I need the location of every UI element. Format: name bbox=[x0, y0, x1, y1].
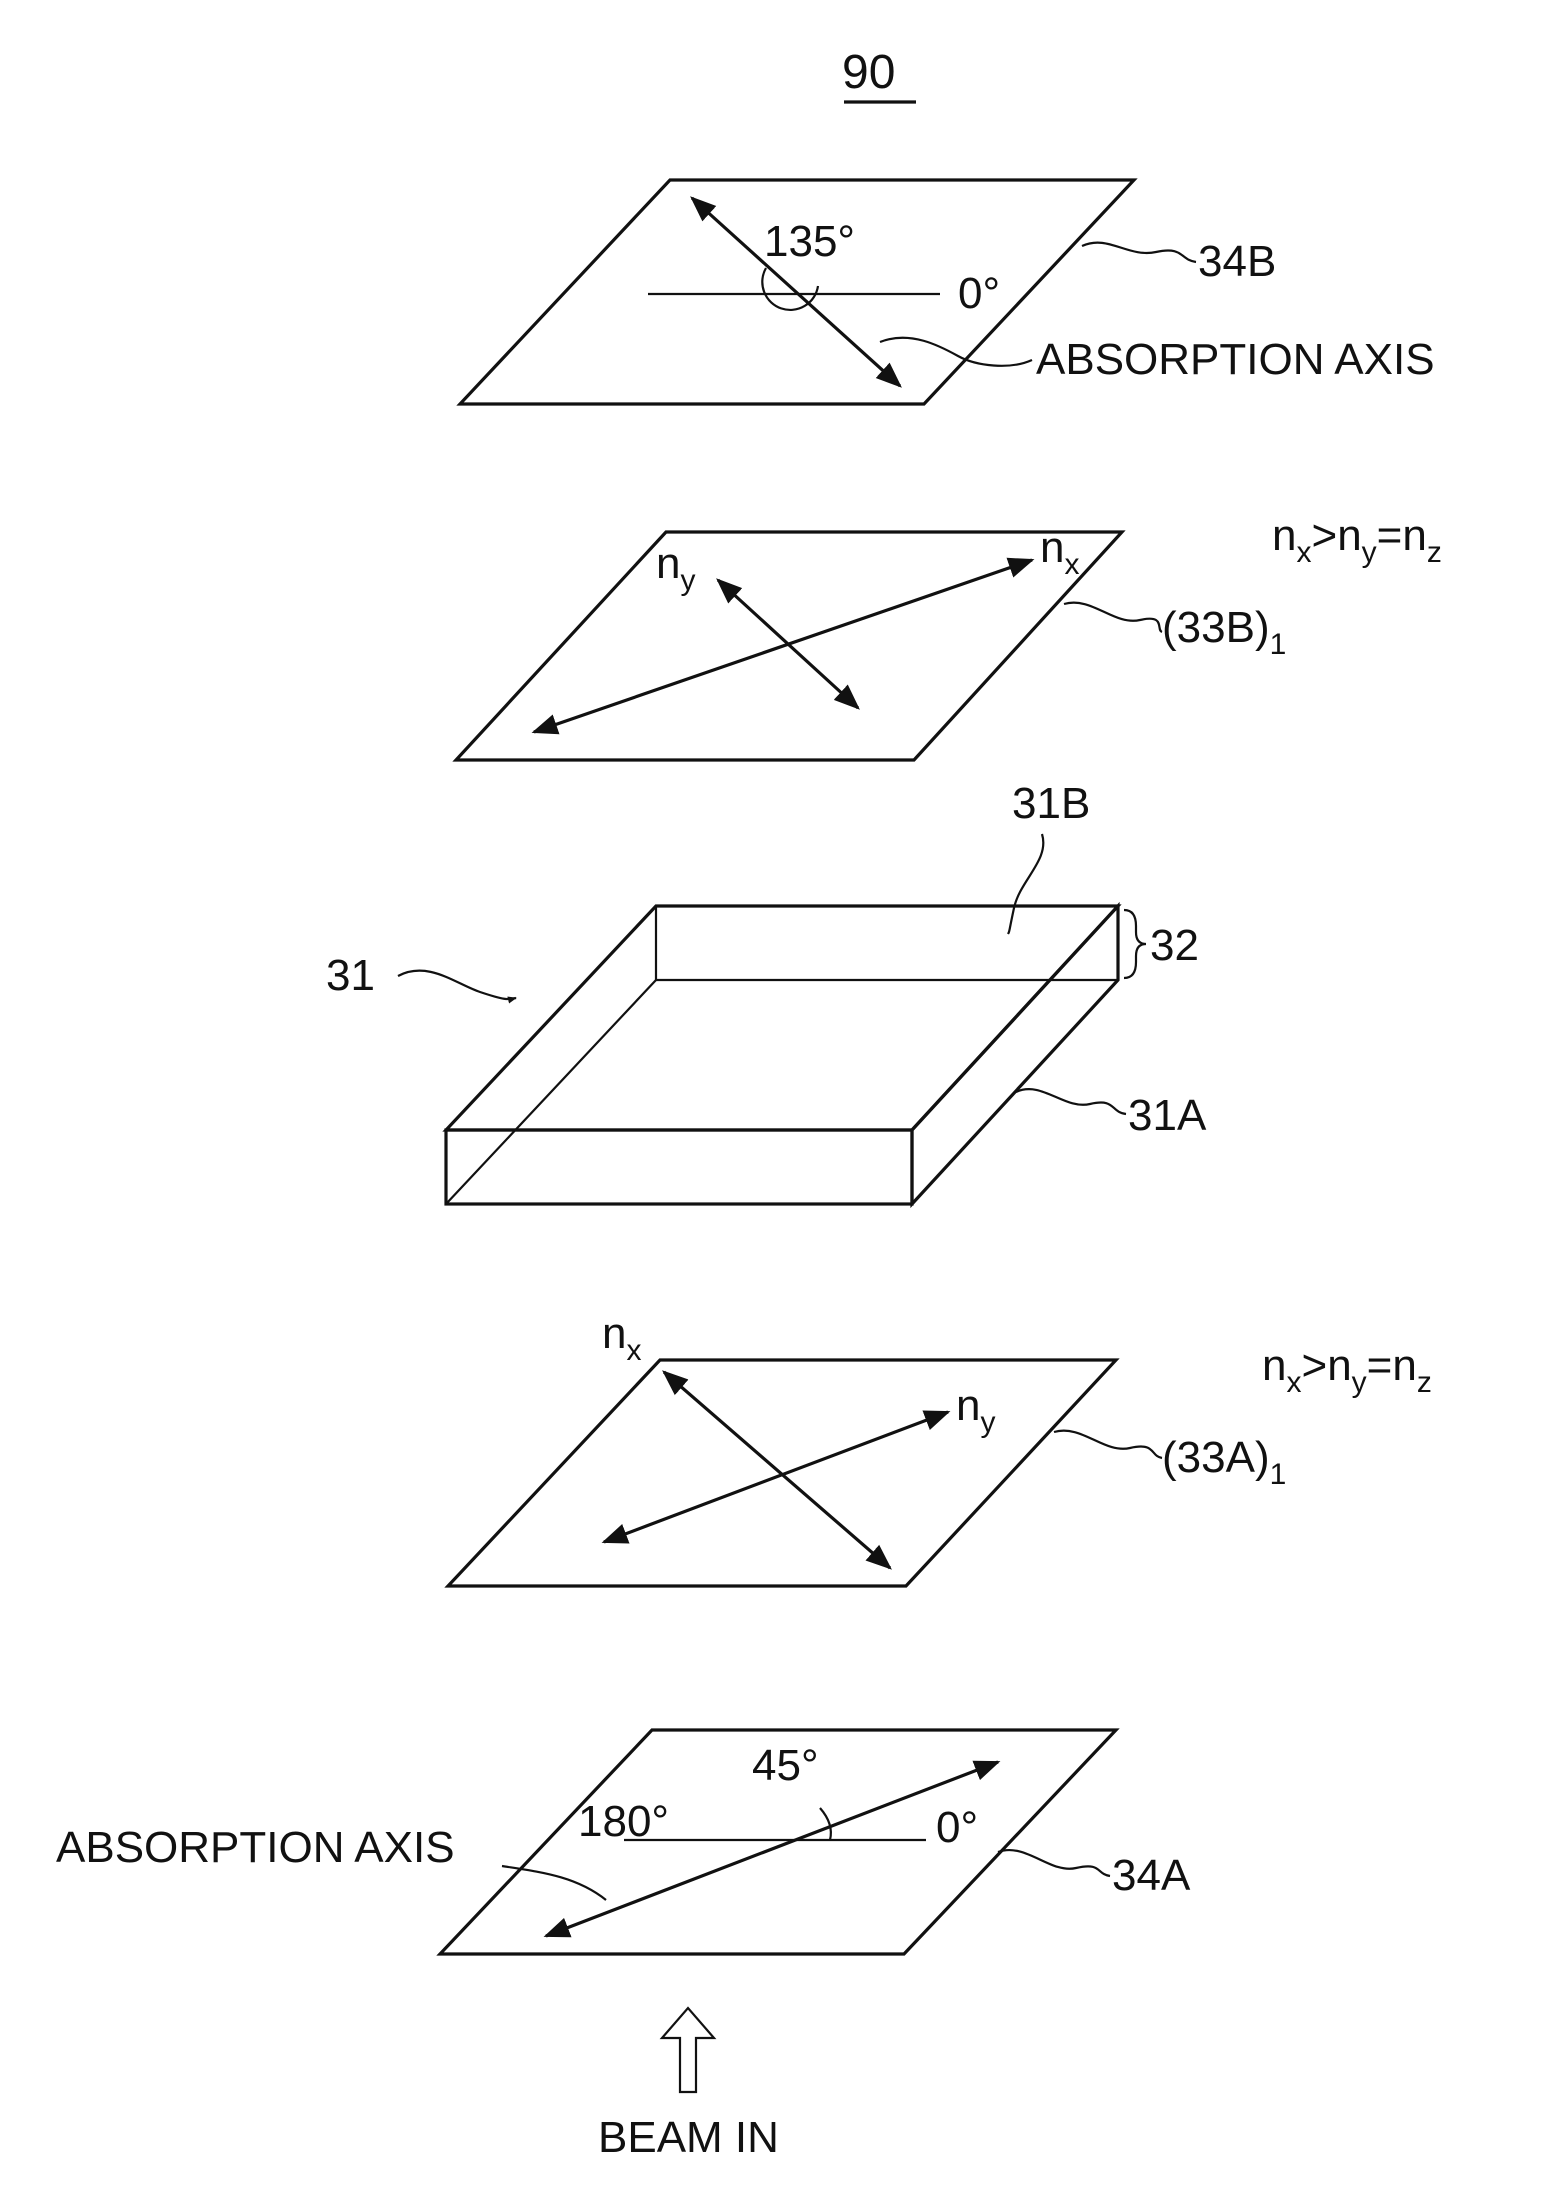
film-33A-ny-label: ny bbox=[956, 1381, 995, 1439]
figure-number: 90 bbox=[842, 46, 916, 102]
analyzer-leader-line bbox=[1082, 243, 1196, 262]
analyzer-angle-0-label: 0° bbox=[958, 269, 1000, 318]
cell-bottom-substrate-label: 31A bbox=[1128, 1091, 1207, 1140]
polarizer-34A: 45° 180° 0° ABSORPTION AXIS 34A bbox=[56, 1730, 1191, 1954]
analyzer-abs-axis-label: ABSORPTION AXIS bbox=[1036, 335, 1435, 384]
cell-ref-arrow bbox=[398, 971, 516, 999]
cell-top-substrate-label: 31B bbox=[1012, 779, 1090, 828]
cell-right-face bbox=[912, 906, 1118, 1204]
film-33A-leader-line bbox=[1054, 1431, 1162, 1458]
figure-number-text: 90 bbox=[842, 46, 895, 99]
film-33B-ny-label: ny bbox=[656, 539, 695, 597]
beam-in: BEAM IN bbox=[598, 2008, 779, 2162]
polarizer-angle-180-label: 180° bbox=[578, 1797, 669, 1846]
film-33A-ref-label: (33A)1 bbox=[1162, 1433, 1286, 1491]
cell-31A-leader bbox=[1016, 1089, 1126, 1114]
film-33B-ref-label: (33B)1 bbox=[1162, 603, 1286, 661]
cell-left-bottom-edge bbox=[446, 980, 656, 1204]
film-33B-nx-axis-arrow bbox=[534, 560, 1032, 732]
cell-31B-leader bbox=[1008, 834, 1043, 934]
polarizer-angle-45-label: 45° bbox=[752, 1741, 819, 1790]
film-33B-ny-axis-arrow bbox=[718, 580, 858, 708]
beam-in-arrow-icon bbox=[662, 2008, 714, 2092]
film-33A-nx-axis-arrow bbox=[664, 1372, 890, 1568]
compensation-film-33A: nx ny (33A)1 nx>ny=nz bbox=[448, 1309, 1432, 1586]
cell-lc-layer-label: 32 bbox=[1150, 921, 1199, 970]
film-33A-ny-axis-arrow bbox=[604, 1412, 948, 1542]
polarizer-abs-axis-label: ABSORPTION AXIS bbox=[56, 1823, 455, 1872]
analyzer-abs-axis-leader bbox=[880, 338, 1032, 366]
cell-lc-layer-brace bbox=[1124, 910, 1146, 978]
polarizer-angle-45-arc bbox=[820, 1808, 831, 1840]
film-33A-condition: nx>ny=nz bbox=[1262, 1341, 1432, 1399]
film-33A-nx-label: nx bbox=[602, 1309, 641, 1367]
analyzer-angle-135-label: 135° bbox=[764, 217, 855, 266]
analyzer-34B: 135° 0° 34B ABSORPTION AXIS bbox=[460, 180, 1435, 404]
polarizer-leader-line bbox=[998, 1850, 1110, 1876]
analyzer-ref-label: 34B bbox=[1198, 237, 1276, 286]
analyzer-angle-arc bbox=[762, 268, 818, 310]
compensation-film-33B: ny nx (33B)1 nx>ny=nz bbox=[456, 511, 1442, 760]
film-33B-leader-line bbox=[1064, 603, 1162, 632]
polarizer-angle-0-label: 0° bbox=[936, 1803, 978, 1852]
film-33B-condition: nx>ny=nz bbox=[1272, 511, 1442, 569]
beam-in-label: BEAM IN bbox=[598, 2113, 779, 2162]
liquid-crystal-cell-31: 31B 32 31A 31 bbox=[326, 779, 1207, 1204]
polarizer-ref-label: 34A bbox=[1112, 1851, 1191, 1900]
cell-front-face bbox=[446, 1130, 912, 1204]
cell-ref-label: 31 bbox=[326, 951, 375, 1000]
